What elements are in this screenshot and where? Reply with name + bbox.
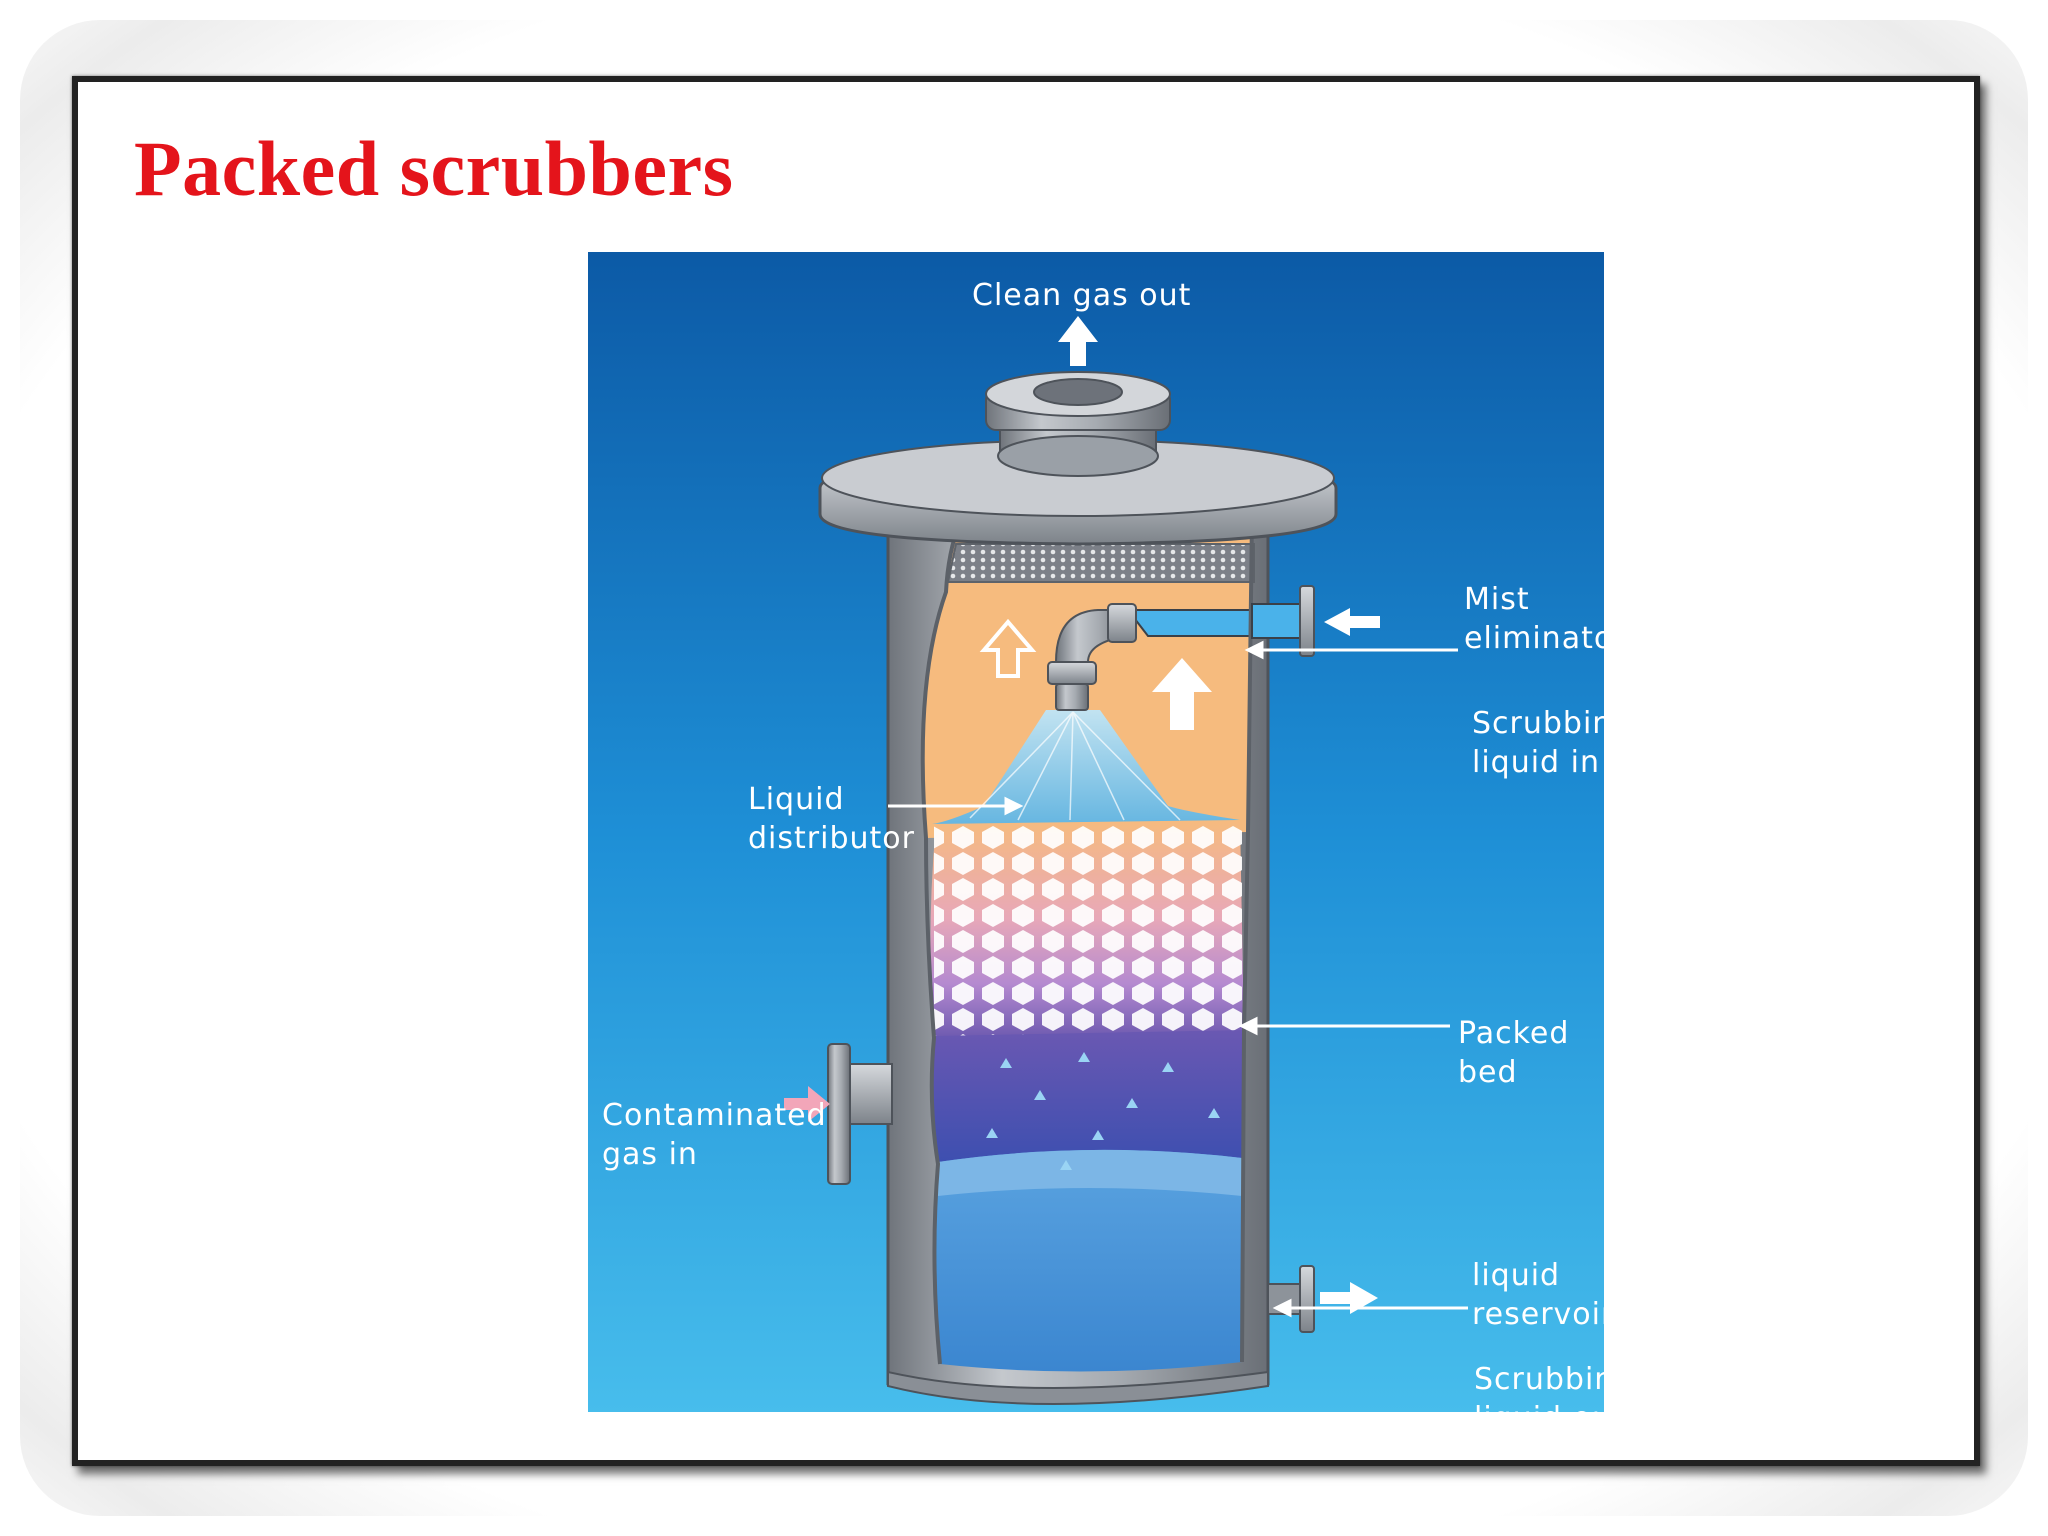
gas-in-flange [827, 1043, 851, 1185]
liquid-in-flange [1299, 585, 1315, 657]
mist-eliminator [946, 543, 1255, 583]
packing-rings [934, 824, 1242, 1036]
packed-scrubber-diagram: Clean gas out Mist eliminator Scrubbing … [588, 252, 1633, 1436]
liquid-in-arrow [1324, 608, 1380, 636]
label-liquid-distributor: Liquid distributor [748, 782, 915, 856]
label-packed-bed: Packed bed [1458, 1016, 1570, 1090]
label-liquid-reservoir: liquid reservoir [1472, 1258, 1615, 1332]
gas-in-arrow [784, 1086, 830, 1122]
distributor-pipe [1125, 609, 1255, 637]
liquid-out-arrow [1320, 1282, 1378, 1314]
distributor-nozzle [1047, 661, 1097, 685]
label-scrubbing-liquid-in: Scrubbing liquid in [1472, 706, 1633, 780]
liquid-reservoir-fill [934, 1149, 1242, 1372]
clean-gas-arrow [1058, 316, 1098, 366]
slide: Packed scrubbers [72, 76, 1980, 1466]
gas-up-arrow-right [1152, 658, 1212, 730]
liquid-droplets [986, 1052, 1220, 1170]
interior-lower-gas [931, 1030, 1244, 1164]
gas-up-arrow-left [979, 618, 1037, 678]
liquid-surface [938, 1149, 1242, 1196]
liquid-out-flange [1299, 1265, 1315, 1333]
spray-cone [932, 710, 1240, 824]
vessel-bottom [887, 1370, 1269, 1405]
label-contaminated-gas-in: Contaminated gas in [602, 1098, 827, 1172]
label-mist-eliminator: Mist eliminator [1464, 582, 1627, 656]
label-clean-gas-out: Clean gas out [972, 278, 1192, 313]
label-scrubbing-liquid-out: Scrubbing liquid out [1474, 1362, 1635, 1436]
slide-title: Packed scrubbers [134, 125, 734, 212]
